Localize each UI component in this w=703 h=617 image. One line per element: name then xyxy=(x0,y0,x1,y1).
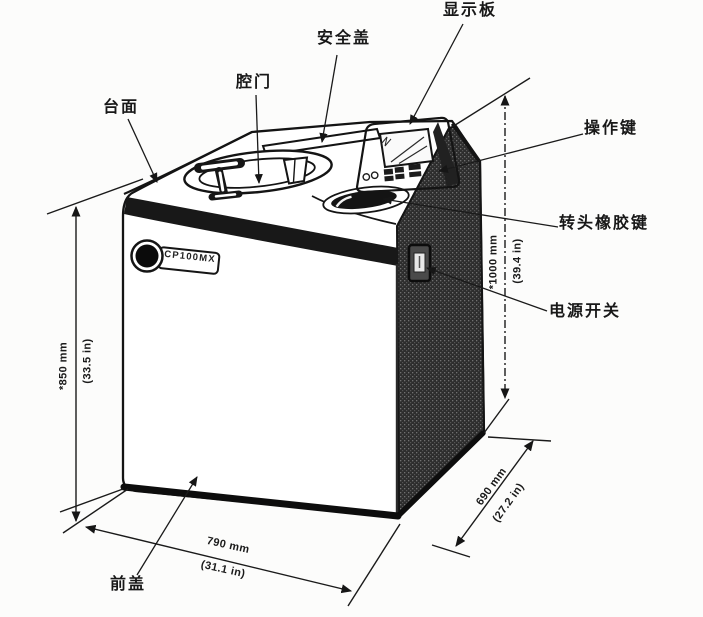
rotor-rubber-key-oval xyxy=(322,185,410,215)
dimension-850-mm: *850 mm xyxy=(57,341,70,391)
label-operation-keys: 操作键 xyxy=(584,120,639,137)
base-front-bar xyxy=(120,483,402,520)
dimension-1000-mm: *1000 mm xyxy=(487,234,500,290)
rotor-handle xyxy=(194,158,245,201)
chamber-wedge xyxy=(282,156,309,185)
label-chamber-door: 腔门 xyxy=(236,74,273,91)
leader-display-panel xyxy=(409,23,464,125)
leader-countertop xyxy=(127,118,158,183)
power-switch-drawing xyxy=(407,243,432,283)
top-face-band xyxy=(124,197,398,266)
model-badge xyxy=(130,239,221,275)
display-screen xyxy=(378,127,435,169)
label-display-panel: 显示板 xyxy=(443,2,498,19)
leader-arrows xyxy=(127,23,584,576)
dimension-line-690 xyxy=(455,440,534,547)
label-safety-cover: 安全盖 xyxy=(317,30,372,47)
control-panel xyxy=(355,116,461,194)
label-countertop: 台面 xyxy=(103,99,140,116)
leader-safety-cover xyxy=(319,54,338,144)
operation-keypad xyxy=(362,163,422,182)
label-front-cover: 前盖 xyxy=(110,576,147,593)
leader-operation-keys xyxy=(437,133,584,173)
leader-power-switch xyxy=(426,267,548,312)
label-power-switch: 电源开关 xyxy=(549,303,622,320)
leader-rotor-rubber-key xyxy=(381,196,559,228)
leader-chamber-door xyxy=(254,94,263,185)
dimension-line-790 xyxy=(84,524,353,594)
dimension-lines xyxy=(46,77,552,607)
leader-front-cover xyxy=(136,476,198,576)
label-rotor-rubber-key: 转头橡胶键 xyxy=(559,215,650,232)
dimension-850-in: (33.5 in) xyxy=(81,338,94,384)
dimension-1000-in: (39.4 in) xyxy=(511,238,524,284)
